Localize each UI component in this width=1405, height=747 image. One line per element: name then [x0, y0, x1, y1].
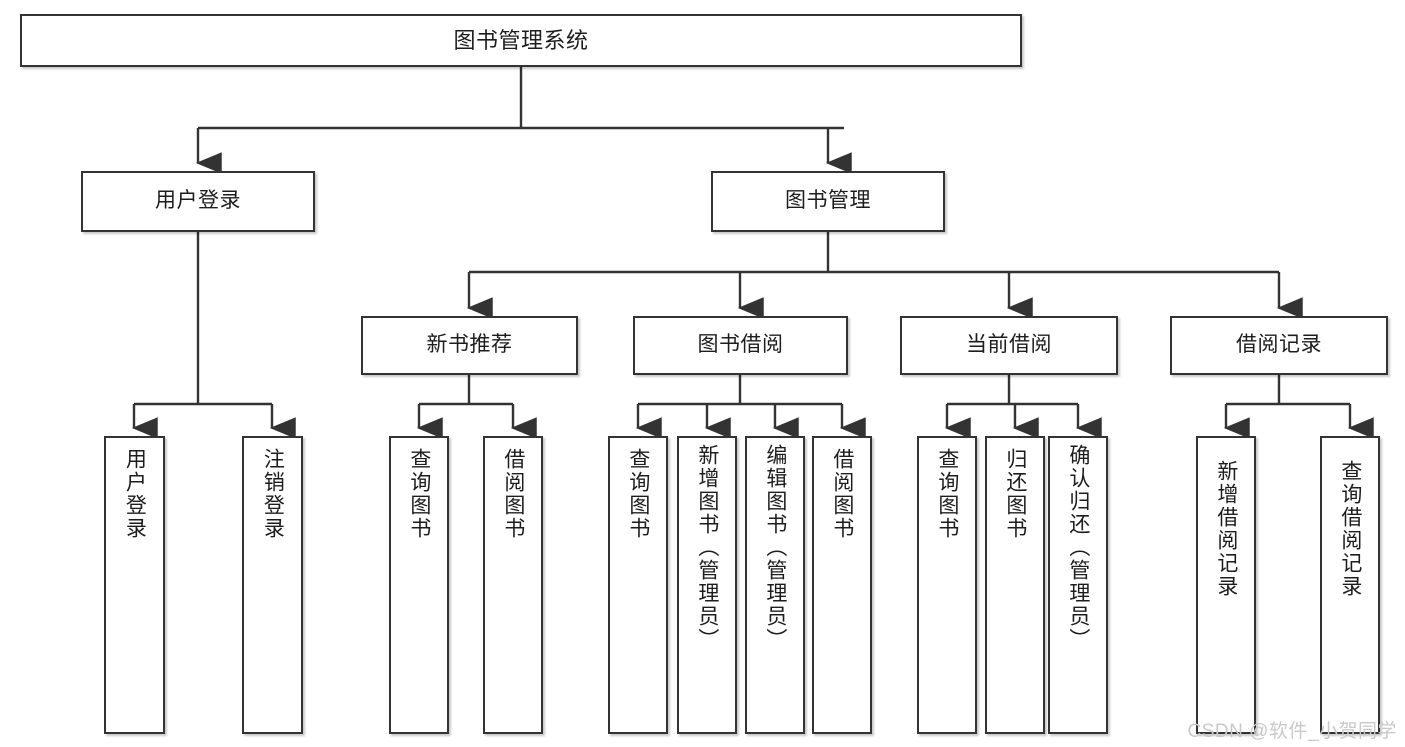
edges-root-to-tier1	[195, 67, 852, 174]
node-leaf-add-borrow-record[interactable]: 新增借阅记录	[1196, 436, 1256, 734]
node-new-book-recommend-label: 新书推荐	[426, 333, 513, 357]
edges-book-manage-to-tier2	[466, 232, 1303, 319]
node-leaf-return-book-label: 归还图书	[1003, 448, 1027, 540]
node-leaf-borrow-book-2[interactable]: 借阅图书	[812, 436, 872, 734]
node-leaf-add-borrow-record-label: 新增借阅记录	[1214, 460, 1238, 598]
node-current-borrow-label: 当前借阅	[966, 333, 1052, 357]
node-leaf-user-login[interactable]: 用户登录	[104, 436, 165, 734]
node-leaf-user-logout-label: 注销登录	[261, 448, 285, 540]
node-leaf-confirm-return-admin[interactable]: 确认归还（管理员）	[1048, 436, 1108, 734]
edges-user-login-to-leaves	[131, 232, 296, 439]
node-leaf-query-borrow-record[interactable]: 查询借阅记录	[1320, 436, 1380, 734]
edges-book-borrow-to-leaves	[635, 375, 866, 439]
node-leaf-user-logout[interactable]: 注销登录	[242, 436, 303, 734]
node-leaf-query-book-2[interactable]: 查询图书	[608, 436, 668, 734]
node-current-borrow[interactable]: 当前借阅	[900, 316, 1118, 375]
node-leaf-confirm-return-admin-label: 确认归还（管理员）	[1066, 444, 1090, 651]
node-leaf-query-borrow-record-label: 查询借阅记录	[1338, 460, 1362, 598]
edges-current-borrow-to-leaves	[944, 375, 1102, 439]
node-root-label: 图书管理系统	[453, 27, 589, 53]
node-leaf-borrow-book-2-label: 借阅图书	[830, 448, 854, 540]
node-leaf-query-book-3-label: 查询图书	[935, 448, 959, 540]
node-leaf-return-book[interactable]: 归还图书	[985, 436, 1045, 734]
watermark: CSDN @软件_小贺同学	[1187, 721, 1397, 742]
edges-new-book-recommend-to-leaves	[416, 375, 537, 439]
node-leaf-edit-book-admin-label: 编辑图书（管理员）	[763, 444, 787, 651]
node-leaf-add-book-admin-label: 新增图书（管理员）	[695, 444, 719, 651]
node-user-login-label: 用户登录	[155, 189, 241, 213]
edges-borrow-record-to-leaves	[1223, 375, 1374, 439]
node-leaf-edit-book-admin[interactable]: 编辑图书（管理员）	[745, 436, 805, 734]
node-leaf-user-login-label: 用户登录	[123, 448, 147, 540]
node-leaf-query-book-2-label: 查询图书	[626, 448, 650, 540]
node-book-manage-label: 图书管理	[785, 189, 871, 213]
node-book-manage[interactable]: 图书管理	[711, 171, 945, 232]
node-leaf-borrow-book-1[interactable]: 借阅图书	[483, 436, 543, 734]
node-leaf-add-book-admin[interactable]: 新增图书（管理员）	[677, 436, 737, 734]
node-user-login[interactable]: 用户登录	[81, 171, 315, 232]
node-book-borrow[interactable]: 图书借阅	[633, 316, 848, 375]
node-borrow-record-label: 借阅记录	[1236, 333, 1322, 357]
node-borrow-record[interactable]: 借阅记录	[1170, 316, 1388, 375]
node-leaf-query-book-1-label: 查询图书	[407, 448, 431, 540]
node-leaf-query-book-1[interactable]: 查询图书	[389, 436, 449, 734]
node-new-book-recommend[interactable]: 新书推荐	[361, 316, 578, 375]
node-book-borrow-label: 图书借阅	[697, 333, 784, 357]
node-leaf-borrow-book-1-label: 借阅图书	[501, 448, 525, 540]
node-root[interactable]: 图书管理系统	[20, 14, 1022, 67]
node-leaf-query-book-3[interactable]: 查询图书	[917, 436, 977, 734]
